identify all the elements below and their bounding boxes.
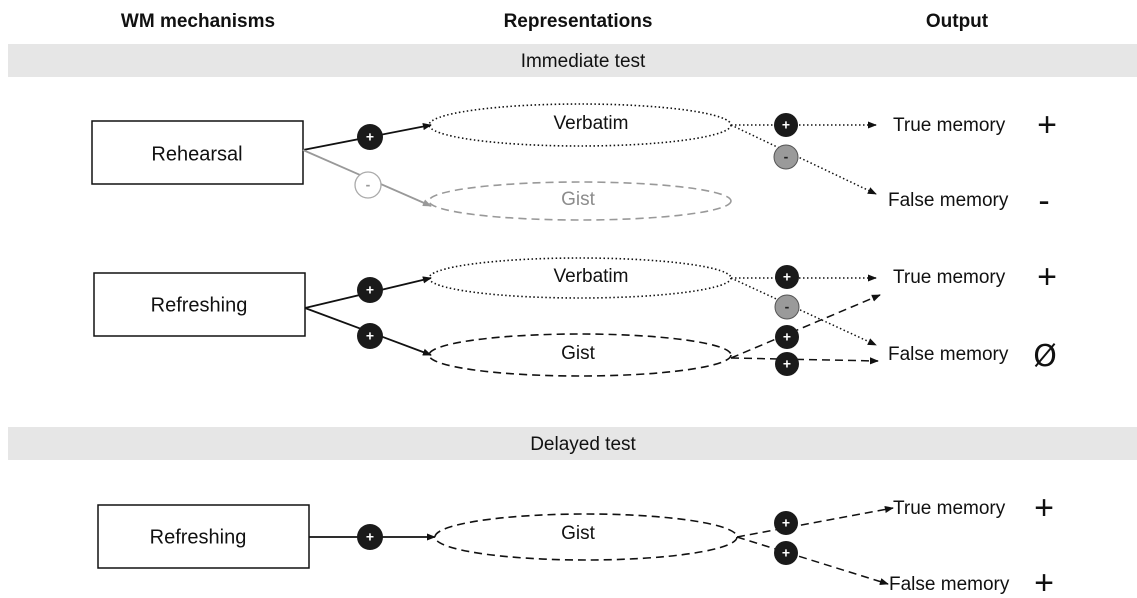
effect-sign: + [366, 282, 374, 298]
row-refreshing-delayed: Refreshing + Gist + + True memory + Fals… [97, 489, 1054, 598]
immediate-test-band [8, 44, 1137, 77]
output-badge-gist-true [775, 325, 799, 349]
false-memory-sign: - [1038, 182, 1049, 220]
effect-sign: + [366, 529, 374, 545]
verbatim-label: Verbatim [554, 113, 629, 134]
effect-badge-verbatim [357, 124, 383, 150]
output-badge-false [773, 144, 799, 170]
true-memory-sign: + [1037, 258, 1057, 296]
effect-sign: - [366, 177, 371, 193]
column-header-output: Output [926, 11, 989, 32]
output-badge-sign: + [783, 356, 791, 372]
false-memory-sign: + [1034, 564, 1054, 598]
mechanism-box-rehearsal [91, 120, 304, 185]
output-badge-gist-false [775, 352, 799, 376]
true-memory-label: True memory [893, 498, 1006, 519]
gist-label: Gist [561, 523, 596, 544]
column-header-representations: Representations [504, 11, 653, 32]
true-memory-label: True memory [893, 115, 1006, 136]
output-badge-sign: + [782, 117, 790, 133]
false-memory-label: False memory [889, 574, 1010, 595]
effect-badge-verbatim [357, 277, 383, 303]
false-memory-label: False memory [888, 344, 1009, 365]
output-badge-sign: - [785, 299, 790, 315]
output-badge-verbatim-true [775, 265, 799, 289]
mechanism-label: Refreshing [151, 294, 248, 316]
gist-ellipse [428, 181, 732, 221]
arrow-verbatim-to-false [730, 124, 877, 195]
gist-ellipse [428, 333, 732, 377]
true-memory-sign: + [1034, 489, 1054, 527]
output-badge-sign: + [783, 269, 791, 285]
arrow-gist-to-false [730, 357, 879, 365]
delayed-test-label: Delayed test [530, 434, 636, 455]
effect-badge-gist [354, 171, 382, 199]
gist-label: Gist [561, 343, 596, 364]
arrow-gist-to-true [730, 294, 881, 359]
false-memory-sign: Ø [1033, 339, 1057, 374]
immediate-test-label: Immediate test [521, 51, 646, 72]
gist-label: Gist [561, 189, 596, 210]
row-rehearsal: Rehearsal + - Verbatim Gist + - True mem… [91, 103, 1057, 221]
arrow-verbatim-to-false [730, 277, 877, 346]
true-memory-sign: + [1037, 106, 1057, 144]
effect-badge-gist [357, 524, 383, 550]
mechanism-box-refreshing [93, 272, 306, 337]
effect-sign: + [366, 129, 374, 145]
output-badge-sign: + [783, 329, 791, 345]
output-badge-true [774, 511, 798, 535]
row-refreshing-immediate: Refreshing + + Verbatim Gist + - + + Tru… [93, 257, 1057, 377]
false-memory-label: False memory [888, 190, 1009, 211]
arrow-gist-to-true [736, 505, 894, 538]
output-badge-true [774, 113, 798, 137]
output-badge-sign: + [782, 545, 790, 561]
effect-sign: + [366, 328, 374, 344]
column-header-mechanisms: WM mechanisms [121, 11, 275, 32]
effect-badge-gist [357, 323, 383, 349]
arrow-gist-to-false [736, 536, 889, 586]
delayed-test-band [8, 427, 1137, 460]
true-memory-label: True memory [893, 267, 1006, 288]
output-badge-false [774, 541, 798, 565]
output-badge-sign: - [784, 149, 789, 165]
output-badge-verbatim-false [774, 294, 800, 320]
mechanism-label: Rehearsal [151, 143, 242, 165]
verbatim-label: Verbatim [554, 266, 629, 287]
output-badge-sign: + [782, 515, 790, 531]
mechanism-label: Refreshing [150, 526, 247, 548]
